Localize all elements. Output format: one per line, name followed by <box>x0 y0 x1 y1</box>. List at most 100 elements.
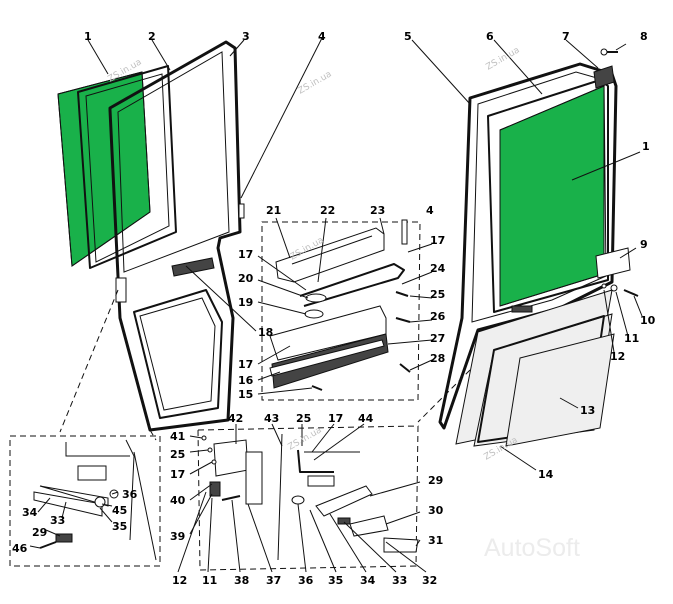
callout-label: 38 <box>234 574 249 587</box>
handle-30 <box>349 515 389 537</box>
callout-label: 40 <box>170 494 186 507</box>
right-door-seal <box>487 79 609 313</box>
hinge-plate-16 <box>269 305 387 361</box>
inset-washer-45 <box>94 496 106 508</box>
callout-label: 25 <box>430 288 445 301</box>
left-door-hinge <box>115 277 127 303</box>
callout-label: 42 <box>228 412 243 425</box>
callout-label: 29 <box>428 474 443 487</box>
callout-label: 39 <box>170 530 185 543</box>
screw-46 <box>39 541 57 549</box>
callout-label: 4 <box>426 204 434 217</box>
callout-label: 17 <box>170 468 185 481</box>
callout-label: 7 <box>562 30 570 43</box>
callout-label: 17 <box>328 412 343 425</box>
callout-label: 28 <box>430 352 445 365</box>
left-door-assembly <box>57 37 323 432</box>
callout-label: 26 <box>430 310 446 323</box>
washer-11 <box>610 284 618 292</box>
callout-label: 25 <box>296 412 311 425</box>
callout-label: 14 <box>538 468 554 481</box>
bolt-15 <box>311 385 323 391</box>
washer-36 <box>291 495 305 505</box>
lever-34 <box>315 485 373 517</box>
callout-label: 36 <box>298 574 314 587</box>
callout-label: 34 <box>22 506 38 519</box>
washer-19 <box>304 309 324 319</box>
callout-label: 12 <box>610 350 625 363</box>
hinge-knuckle <box>245 451 263 505</box>
callout-label: 15 <box>238 388 253 401</box>
callout-label: 11 <box>202 574 217 587</box>
callout-label: 45 <box>112 504 127 517</box>
latch-part <box>511 305 533 313</box>
callout-label: 25 <box>170 448 185 461</box>
right-door-assembly <box>411 39 643 471</box>
callout-layer: 1 2 3 4 5 6 7 8 1 9 10 11 12 13 14 21 22… <box>12 30 656 587</box>
callout-label: 12 <box>172 574 187 587</box>
bolt-28 <box>399 363 411 373</box>
brand-watermark: AutoSoft <box>484 534 580 562</box>
pin-4 <box>238 203 245 219</box>
callout-label: 17 <box>430 234 445 247</box>
callout-label: 9 <box>640 238 648 251</box>
bolt-10 <box>623 289 639 297</box>
bolt-25 <box>395 291 409 297</box>
callout-label: 34 <box>360 574 376 587</box>
inset-plate <box>77 465 107 481</box>
watermark-text: ZS.in.ua <box>287 425 324 452</box>
callout-label: 11 <box>624 332 639 345</box>
callout-label: 18 <box>258 326 273 339</box>
callout-label: 35 <box>112 520 127 533</box>
callout-label: 1 <box>642 140 650 153</box>
callout-label: 8 <box>640 30 648 43</box>
inner-handle-inset <box>9 435 161 567</box>
callout-label: 5 <box>404 30 412 43</box>
left-glass-seal <box>77 65 177 269</box>
callout-label: 19 <box>238 296 253 309</box>
callout-label: 44 <box>358 412 374 425</box>
callout-label: 27 <box>430 332 445 345</box>
pin-4b <box>401 219 408 245</box>
callout-label: 43 <box>264 412 279 425</box>
right-door-glass <box>499 85 605 307</box>
hinge-detail-box <box>257 217 433 401</box>
callout-label: 23 <box>370 204 385 217</box>
bolt-26 <box>395 317 411 323</box>
inset-washer-36 <box>109 489 119 499</box>
callout-label: 2 <box>148 30 156 43</box>
callout-label: 17 <box>238 248 253 261</box>
callout-label: 33 <box>392 574 407 587</box>
right-lower-glass <box>505 333 615 447</box>
screw-38 <box>221 495 241 501</box>
callout-label: 6 <box>486 30 494 43</box>
bolt-29 <box>55 533 73 543</box>
handle-bracket <box>171 257 215 277</box>
callout-label: 30 <box>428 504 444 517</box>
inner-handle-34 <box>33 491 103 517</box>
callout-label: 3 <box>242 30 250 43</box>
knob-31 <box>383 537 419 553</box>
latch-detail-box <box>177 423 427 573</box>
callout-label: 4 <box>318 30 326 43</box>
hinge-7 <box>593 65 615 89</box>
callout-label: 35 <box>328 574 343 587</box>
callout-label: 29 <box>32 526 47 539</box>
callout-label: 13 <box>580 404 595 417</box>
callout-label: 21 <box>266 204 281 217</box>
callout-label: 41 <box>170 430 185 443</box>
left-door-lower-opening <box>133 289 223 419</box>
callout-label: 17 <box>238 358 253 371</box>
callout-label: 24 <box>430 262 446 275</box>
callout-label: 33 <box>50 514 65 527</box>
spring-33 <box>337 517 351 525</box>
callout-label: 46 <box>12 542 28 555</box>
washer-20 <box>305 293 327 303</box>
callout-label: 16 <box>238 374 254 387</box>
callout-label: 1 <box>84 30 92 43</box>
hinge-rod <box>299 263 405 307</box>
callout-label: 36 <box>122 488 138 501</box>
hinge-42 <box>213 439 249 477</box>
